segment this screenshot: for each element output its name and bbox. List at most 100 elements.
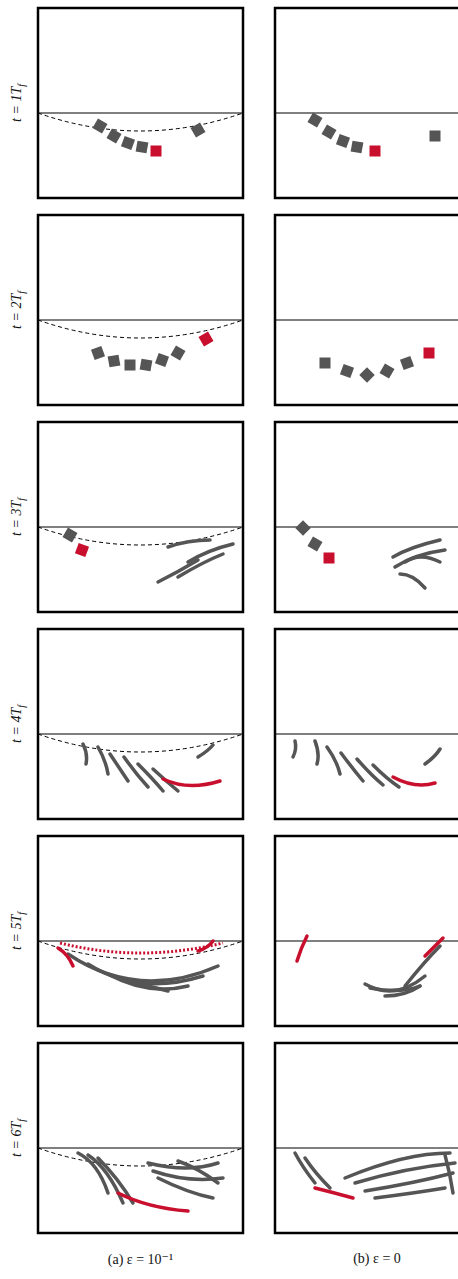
solid-block [336, 134, 350, 148]
solid-block [340, 364, 354, 378]
free-surface [38, 527, 243, 545]
panel-border [38, 215, 243, 405]
deformed-body [445, 1155, 453, 1193]
solid-block [307, 536, 322, 551]
free-surface [38, 734, 243, 752]
row-label: t = 2Tf [9, 291, 27, 329]
snapshot-panel [275, 1043, 458, 1233]
deformed-body [393, 777, 435, 785]
panel-border [275, 1043, 458, 1233]
water-line [275, 733, 458, 734]
free-surface [38, 320, 243, 338]
snapshot-panel [38, 1043, 243, 1233]
panel-border [275, 215, 458, 405]
solid-block [198, 331, 213, 346]
deformed-body [355, 1163, 455, 1183]
panel-border [275, 422, 458, 612]
solid-block [62, 527, 77, 542]
deformed-body [315, 741, 318, 764]
panel-border [275, 8, 458, 198]
row-label: t = 6Tf [9, 1119, 27, 1157]
solid-block [320, 358, 331, 369]
deformed-body [128, 981, 168, 991]
snapshot-panel [275, 836, 458, 1026]
solid-block [379, 363, 394, 378]
solid-block [108, 355, 121, 368]
solid-block [424, 348, 435, 359]
water-line [275, 1147, 458, 1148]
snapshot-panel [275, 215, 458, 405]
deformed-body [98, 747, 108, 774]
snapshot-panel [275, 8, 458, 198]
deformed-body [158, 1178, 213, 1198]
solid-block [136, 141, 149, 154]
solid-block [121, 136, 135, 150]
snapshot-panel [38, 836, 243, 1026]
deformed-body [405, 557, 440, 562]
snapshot-panel [275, 422, 458, 612]
water-line [275, 940, 458, 941]
deformed-body [168, 540, 210, 547]
solid-block [140, 359, 153, 372]
panel-border [38, 629, 243, 819]
deformed-body [138, 764, 163, 791]
solid-block [359, 367, 375, 383]
solid-block [170, 345, 185, 360]
deformed-body [327, 747, 340, 774]
solid-block [351, 141, 364, 154]
solid-block [155, 353, 169, 367]
solid-block [125, 360, 136, 371]
snapshot-panel [38, 215, 243, 405]
solid-block [400, 356, 414, 370]
row-label: t = 5Tf [9, 912, 27, 950]
deformed-body [375, 1188, 445, 1198]
deformed-body [385, 986, 420, 996]
deformed-body [83, 744, 87, 764]
deformed-body [425, 749, 440, 764]
water-line [38, 526, 243, 527]
free-surface [38, 113, 243, 131]
deformed-body [198, 745, 213, 757]
deformed-body [118, 1193, 188, 1211]
deformed-body [305, 1158, 330, 1188]
deformed-body [373, 765, 399, 787]
deformed-body [158, 560, 198, 582]
water-line [275, 112, 458, 113]
deformed-body [198, 941, 213, 951]
solid-block [324, 553, 335, 564]
solid-block [91, 346, 105, 360]
water-line [38, 112, 243, 113]
panel-border [38, 1043, 243, 1233]
solid-block [307, 112, 322, 127]
solid-block [75, 543, 89, 557]
deformed-body [395, 550, 445, 567]
deformed-body [178, 1161, 218, 1183]
solid-block [190, 122, 205, 137]
deformed-body [393, 540, 440, 557]
solid-block [430, 131, 441, 142]
deformed-body [178, 554, 223, 577]
deformed-body [58, 948, 73, 966]
water-line [38, 1147, 243, 1148]
water-line [38, 319, 243, 320]
solid-block [92, 118, 107, 133]
solid-block [295, 520, 311, 536]
deformed-body [163, 779, 220, 786]
panel-caption: (b) ε = 0 [353, 1251, 401, 1267]
panel-border [275, 836, 458, 1026]
deformed-body [88, 964, 203, 984]
row-label: t = 4Tf [9, 705, 27, 743]
snapshot-panel [275, 629, 458, 819]
snapshot-panel [38, 422, 243, 612]
solid-block [370, 146, 381, 157]
panel-border [275, 629, 458, 819]
row-label: t = 1Tf [9, 84, 27, 122]
deformed-body [400, 574, 425, 588]
solid-block [321, 124, 336, 139]
row-label: t = 3Tf [9, 498, 27, 536]
panel-border [38, 422, 243, 612]
snapshot-panel [38, 8, 243, 198]
deformed-body [405, 946, 440, 986]
water-line [275, 319, 458, 320]
